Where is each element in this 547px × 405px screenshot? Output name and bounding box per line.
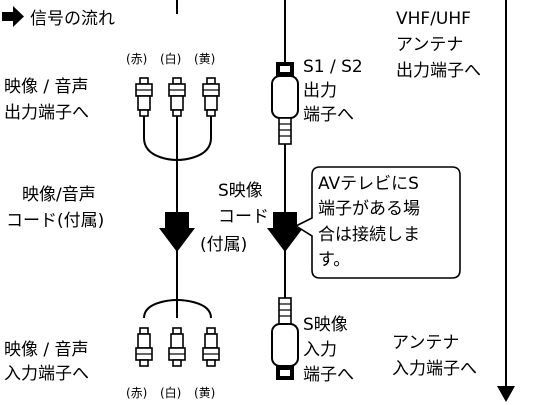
- av-output-label-line1: 映像 / 音声: [4, 77, 89, 97]
- legend-label: 信号の流れ: [30, 9, 115, 29]
- svideo-cable-label-line3: (付属): [200, 235, 247, 255]
- av-output-label-line2: 出力端子へ: [4, 103, 89, 123]
- antenna-output-label-line3: 出力端子へ: [396, 61, 481, 81]
- av-cable-label-line1: 映像/音声: [22, 185, 96, 205]
- color-label-red-top: (赤): [126, 52, 147, 66]
- antenna-input-label-line1: アンテナ: [392, 333, 459, 353]
- color-label-white-bottom: (白): [160, 385, 181, 400]
- down-arrow-icon: [267, 212, 303, 252]
- note-line3: 合は接続しま: [318, 225, 420, 245]
- svideo-input-label-line3: 端子へ: [303, 365, 354, 385]
- color-label-white-top: (白): [160, 51, 181, 66]
- down-arrow-icon: [159, 212, 195, 252]
- note-callout: [294, 166, 461, 279]
- svideo-output-connector: [271, 62, 299, 145]
- color-label-red-bottom: (赤): [126, 386, 147, 400]
- color-label-yellow-top: (黄): [194, 52, 215, 66]
- svideo-output-label-line2: 出力: [303, 81, 337, 101]
- av-input-label-line1: 映像 / 音声: [4, 340, 89, 360]
- note-line2: 端子がある場: [318, 199, 420, 219]
- antenna-output-label-line2: アンテナ: [396, 35, 463, 55]
- svideo-output-label-line1: S1 / S2: [303, 57, 363, 77]
- svideo-input-label-line2: 入力: [303, 340, 337, 360]
- svideo-input-label-line1: S映像: [303, 315, 348, 335]
- note-line1: AVテレビにS: [318, 174, 419, 194]
- right-arrow-icon: [2, 6, 24, 27]
- antenna-output-label-line1: VHF/UHF: [396, 9, 471, 29]
- av-input-label-line2: 入力端子へ: [4, 364, 89, 384]
- color-label-yellow-bottom: (黄): [194, 386, 215, 400]
- note-line4: す。: [318, 250, 350, 270]
- svideo-cable-label-line1: S映像: [218, 181, 263, 201]
- down-arrow-icon: [497, 386, 515, 402]
- av-cable-label-line2: コード(付属): [6, 211, 104, 231]
- rca-input-connectors: [135, 299, 220, 367]
- antenna-input-label-line2: 入力端子へ: [392, 359, 477, 379]
- svideo-output-label-line3: 端子へ: [303, 105, 354, 125]
- svideo-cable-label-line2: コード: [218, 207, 269, 227]
- svideo-input-connector: [271, 297, 299, 380]
